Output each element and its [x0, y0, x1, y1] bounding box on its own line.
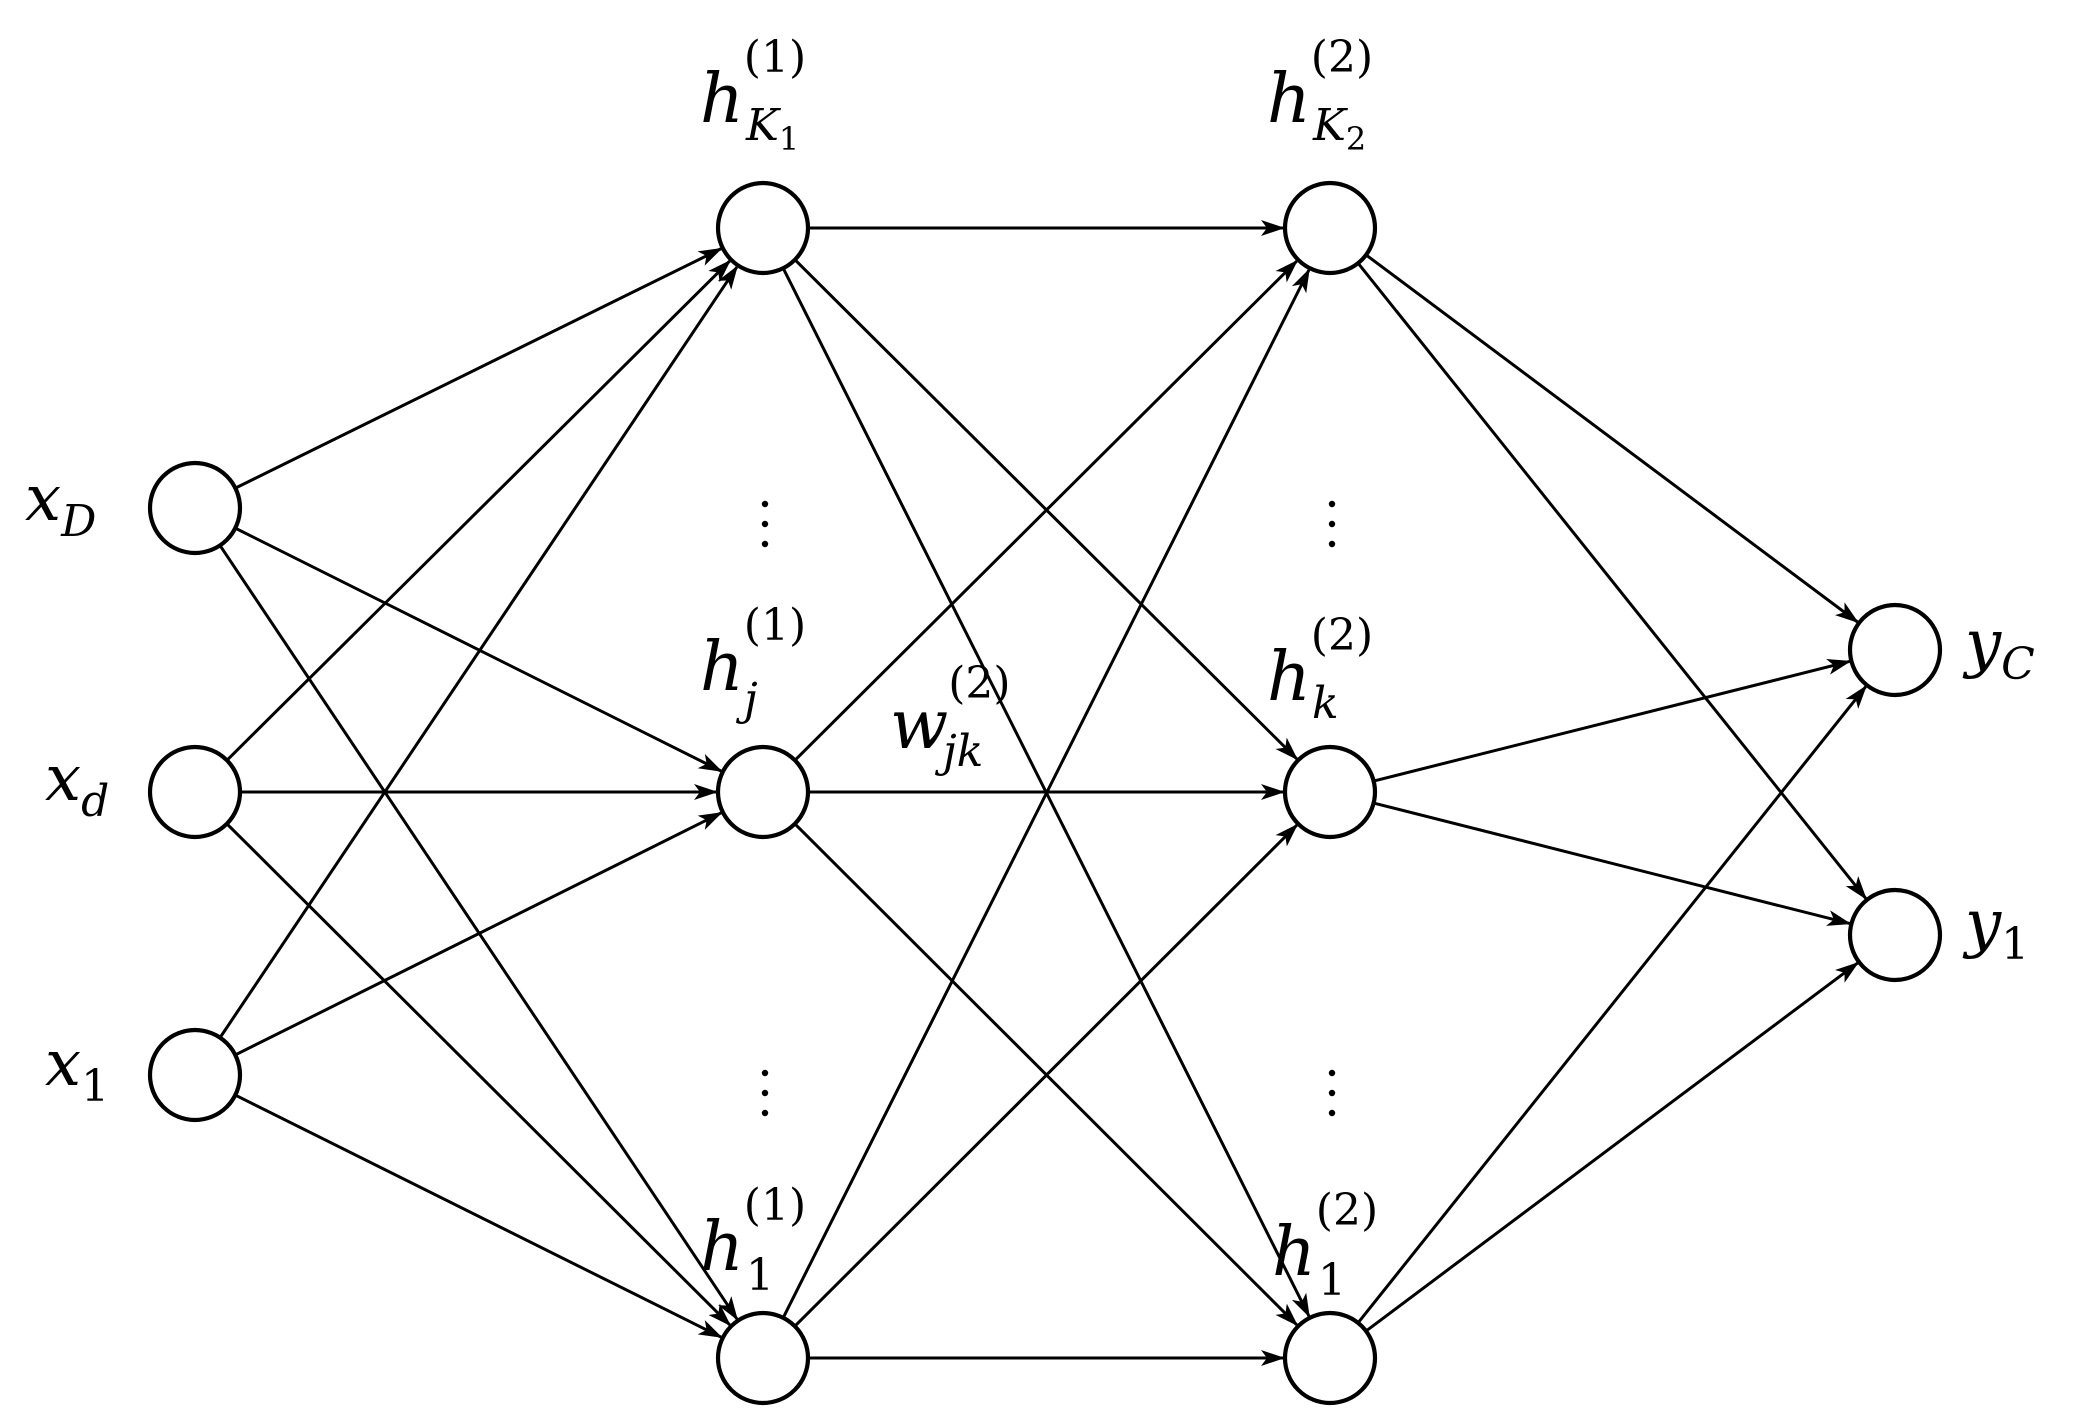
- edge-xD-to-hK1: [234, 247, 723, 490]
- label-h2-K2-sub: K2: [1312, 100, 1366, 158]
- label-weight-w-jk: w(2): [890, 658, 1011, 765]
- edge-xd-to-hK1: [225, 259, 732, 762]
- edge-x1-to-hj: [234, 811, 723, 1057]
- ellipsis-layer1-bottom: [761, 1069, 769, 1117]
- label-x-1: x1: [45, 1027, 109, 1112]
- label-h1-1-sub: 1: [746, 1250, 774, 1301]
- edge-h1b-to-y1: [1365, 961, 1859, 1333]
- edge-xd-to-h1a: [225, 822, 732, 1327]
- node-yC: [1847, 602, 1943, 698]
- label-h2-1-sub: 1: [1318, 1255, 1346, 1306]
- label-x-d: xd: [45, 742, 109, 827]
- edge-hK2-to-yC: [1365, 253, 1859, 624]
- edge-h1b-to-yC: [1356, 685, 1867, 1324]
- edge-x1-to-hK1: [218, 265, 739, 1039]
- label-weight-w-jk-sub: jk: [934, 726, 983, 777]
- label-x-D: xD: [25, 462, 96, 547]
- label-h1-1: h(1): [700, 1180, 806, 1287]
- ellipsis-layer1-top: [761, 500, 769, 548]
- label-h2-1: h(2): [1272, 1185, 1378, 1292]
- edge-hK2-to-y1: [1356, 262, 1867, 900]
- edge-hk-to-yC: [1373, 659, 1852, 783]
- node-h1b: [1282, 1310, 1378, 1406]
- label-h2-K2: h(2): [1267, 32, 1373, 139]
- label-h1-j: h(1): [700, 600, 806, 707]
- node-hK2: [1282, 180, 1378, 276]
- label-y-1: y1: [1962, 887, 2029, 970]
- label-y-C: yC: [1962, 607, 2035, 690]
- edge-hj-to-hK2: [793, 259, 1299, 762]
- label-h1-K1-sub: K1: [745, 100, 799, 158]
- node-xD: [147, 460, 243, 556]
- ellipsis-layer2-top: [1328, 500, 1336, 548]
- node-xd: [147, 744, 243, 840]
- node-hj: [715, 744, 811, 840]
- edges: [218, 220, 1867, 1366]
- ellipsis-layer2-bottom: [1328, 1069, 1336, 1117]
- node-h1a: [715, 1310, 811, 1406]
- node-hk: [1282, 744, 1378, 840]
- edge-x1-to-h1a: [234, 1093, 723, 1339]
- label-h2-k-sub: k: [1312, 678, 1339, 729]
- edge-hk-to-y1: [1373, 801, 1852, 926]
- edge-h1a-to-hK2: [781, 268, 1311, 1319]
- node-hK1: [715, 180, 811, 276]
- node-x1: [147, 1027, 243, 1123]
- label-h1-K1: h(1): [700, 32, 806, 139]
- nodes: [147, 180, 1943, 1406]
- label-h2-k: h(2): [1267, 610, 1373, 717]
- node-y1: [1847, 887, 1943, 983]
- edge-xD-to-hj: [234, 526, 723, 773]
- edge-h1a-to-hk: [793, 823, 1299, 1328]
